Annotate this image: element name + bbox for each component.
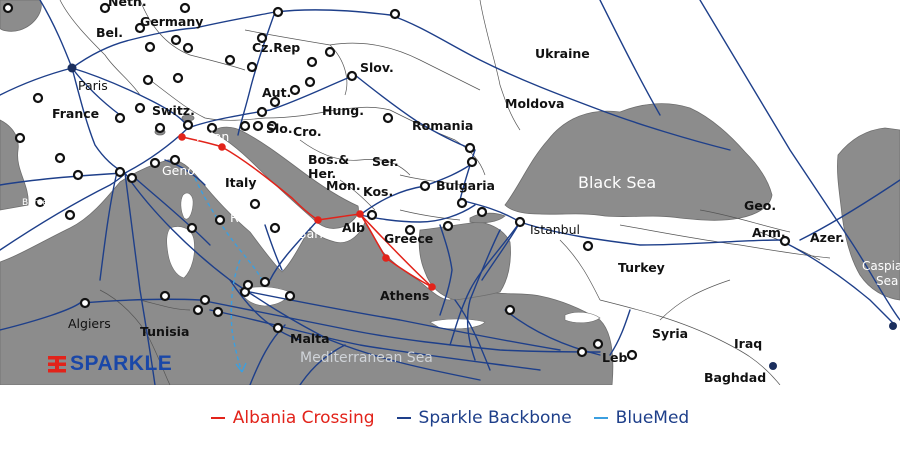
albania-crossing-nodes — [178, 133, 436, 291]
city-label-athens: Athens — [380, 288, 429, 303]
country-label-bos: Bos.& — [308, 152, 349, 167]
atlantic-sea — [0, 119, 29, 211]
country-label-slov: Slov. — [360, 60, 394, 75]
map-legend: Albania Crossing Sparkle Backbone BlueMe… — [0, 385, 900, 450]
sea-label-black-sea: Black Sea — [578, 173, 656, 192]
city-label-paris: Paris — [78, 78, 108, 93]
country-label-ser: Ser. — [372, 154, 399, 169]
country-label-bulgaria: Bulgaria — [436, 178, 495, 193]
country-label-france: France — [52, 106, 99, 121]
city-label-malta: Malta — [290, 331, 330, 346]
country-label-geo: Geo. — [744, 198, 776, 213]
city-label-milan: Milan — [196, 129, 229, 144]
logo-text: SPARKLE — [70, 352, 173, 375]
legend-item-albania-crossing: Albania Crossing — [210, 407, 375, 428]
country-label-tunisia: Tunisia — [140, 324, 189, 339]
sparkle-logo: SPARKLE — [48, 352, 172, 376]
city-label-istanbul: Istanbul — [530, 222, 580, 237]
legend-label-albania-crossing: Albania Crossing — [232, 407, 375, 428]
network-map: Black Sea Caspia Sea Mediterranean Sea N… — [0, 0, 900, 385]
city-label-algiers: Algiers — [68, 316, 111, 331]
country-label-iraq: Iraq — [734, 336, 762, 351]
city-label-bari: Bari — [298, 226, 323, 241]
country-label-czrep: Cz.Rep — [252, 40, 300, 55]
country-label-greece: Greece — [384, 231, 433, 246]
country-label-italy: Italy — [225, 175, 257, 190]
country-label-mon: Mon. — [326, 178, 361, 193]
legend-swatch-bluemed — [593, 416, 608, 419]
sea-label-caspian-2: Sea — [876, 274, 898, 288]
city-label-barcelona: Barcelona — [22, 198, 67, 208]
legend-label-sparkle-backbone: Sparkle Backbone — [418, 407, 572, 428]
country-label-bel: Bel. — [96, 25, 123, 40]
country-label-romania: Romania — [412, 118, 473, 133]
country-label-her: Her. — [308, 166, 336, 181]
legend-swatch-albania-crossing — [210, 416, 225, 419]
country-label-moldova: Moldova — [505, 96, 564, 111]
country-label-hung: Hung. — [322, 103, 364, 118]
country-label-aut: Aut. — [262, 85, 291, 100]
country-label-neth: Neth. — [108, 0, 147, 9]
marmara-sea — [469, 212, 506, 224]
country-label-kos: Kos. — [363, 184, 393, 199]
caspian-sea-area — [837, 127, 900, 301]
country-label-switz: Switz. — [152, 103, 195, 118]
legend-item-sparkle-backbone: Sparkle Backbone — [396, 407, 572, 428]
country-label-arm: Arm. — [752, 225, 786, 240]
country-label-azer: Azer. — [810, 230, 845, 245]
black-sea-area — [504, 103, 773, 221]
legend-label-bluemed: BlueMed — [615, 407, 690, 428]
country-label-leb: Leb — [602, 350, 627, 365]
sparkle-logo-icon — [48, 356, 66, 373]
corsica — [180, 192, 194, 220]
city-label-genova: Genova — [162, 163, 210, 178]
sea-label-mediterranean: Mediterranean Sea — [300, 350, 433, 366]
country-label-slo: Slo. — [266, 121, 293, 136]
bluemed-routes — [194, 177, 263, 373]
city-label-rome: Rome — [230, 210, 266, 225]
legend-item-bluemed: BlueMed — [593, 407, 690, 428]
hub-nodes — [67, 63, 897, 370]
country-label-turkey: Turkey — [618, 260, 665, 275]
country-borders — [59, 0, 831, 385]
network-nodes — [2, 2, 791, 361]
cyprus — [564, 311, 601, 324]
country-label-germany: Germany — [140, 14, 203, 29]
city-label-baghdad: Baghdad — [704, 370, 766, 385]
country-label-syria: Syria — [652, 326, 688, 341]
country-label-alb: Alb — [342, 220, 365, 235]
legend-swatch-sparkle-backbone — [396, 416, 411, 419]
sea-label-caspian-1: Caspia — [862, 259, 900, 273]
country-label-ukraine: Ukraine — [535, 46, 590, 61]
country-label-cro: Cro. — [293, 124, 322, 139]
